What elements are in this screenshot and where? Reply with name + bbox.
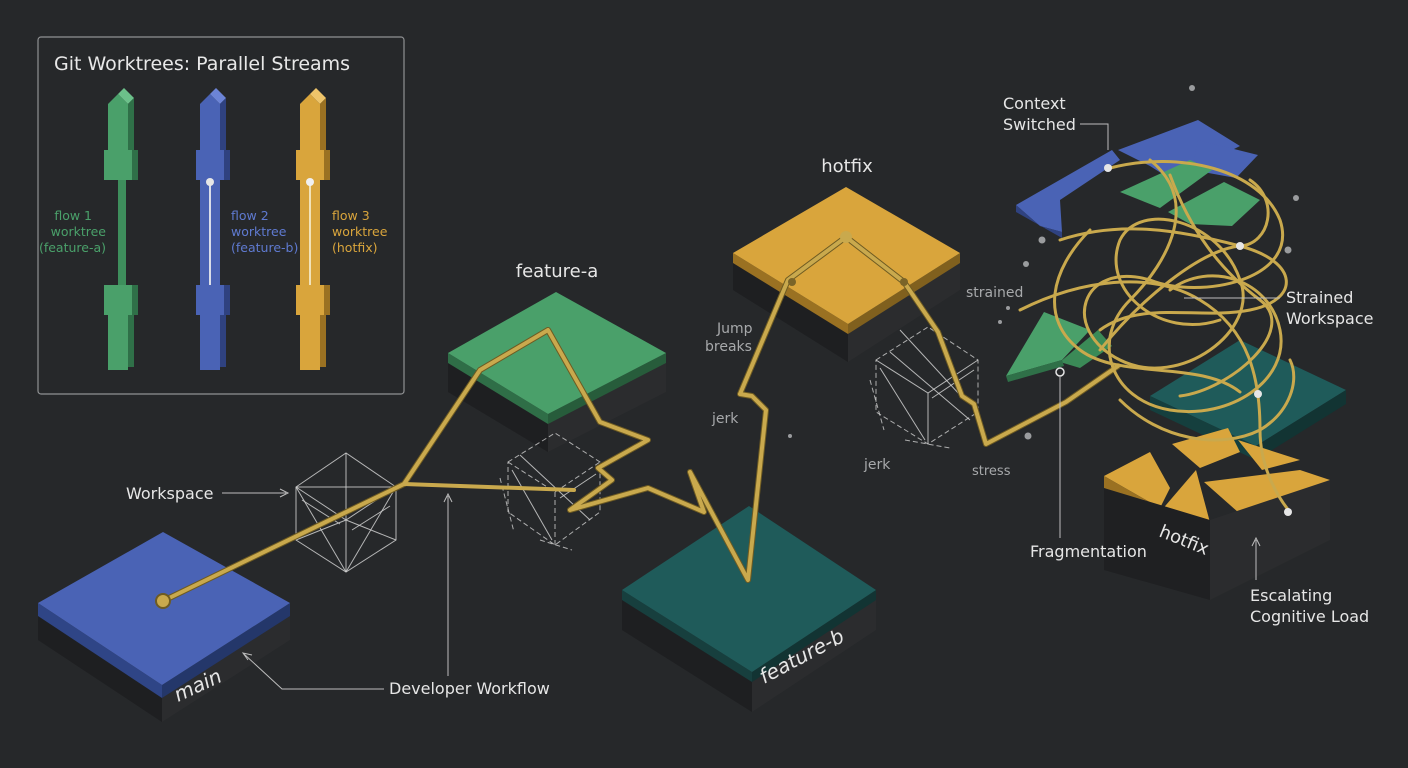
feature-a-label: feature-a [516,261,599,282]
jerk-label-2: jerk [863,457,891,473]
workflow-path [155,231,1121,609]
strained-small-label: strained [966,285,1023,301]
legend-panel: Git Worktrees: Parallel Streams flow 1 w… [37,36,405,395]
flow-3-line-1: flow 3 [332,208,370,223]
strained-workspace-line-1: Strained [1286,288,1353,307]
broken-cube-2 [869,326,979,449]
flow-2-line-3: (feature-b) [231,240,298,255]
escalating-load-line-2: Cognitive Load [1250,607,1369,626]
stress-label: stress [972,464,1011,479]
flow-3-bar [296,88,330,370]
flow-2-line-2: worktree [231,224,287,239]
feature-b-platform: feature-b [622,506,876,712]
fragment-cluster: hotfix [1006,120,1346,600]
annotations: Workspace Developer Workflow Jump breaks… [126,94,1373,698]
context-switched-line-2: Switched [1003,115,1076,134]
flow-3-line-2: worktree [332,224,388,239]
flow-3-line-3: (hotfix) [332,240,378,255]
hotfix-label: hotfix [821,156,873,177]
flow-1-line-3: (feature-a) [39,240,106,255]
flow-1-line-2: worktree [51,224,107,239]
feature-a-platform: feature-a [448,261,666,452]
jump-breaks-line-1: Jump [716,321,753,337]
strained-workspace-line-2: Workspace [1286,309,1373,328]
tangled-wires [1018,158,1296,516]
workspace-cube [295,452,397,573]
context-switched-line-1: Context [1003,94,1066,113]
escalating-load-line-1: Escalating [1250,586,1332,605]
flow-1-line-1: flow 1 [54,208,92,223]
fragmentation-annotation: Fragmentation [1030,542,1147,561]
jump-breaks-line-2: breaks [705,339,752,355]
scatter-dots [788,85,1299,440]
workspace-annotation: Workspace [126,484,213,503]
hotfix-platform: hotfix [733,156,960,362]
flow-1-bar [104,88,138,370]
developer-workflow-annotation: Developer Workflow [389,679,550,698]
flow-2-bar [196,88,230,370]
legend-title: Git Worktrees: Parallel Streams [54,53,350,75]
jerk-label-1: jerk [711,411,739,427]
flow-2-line-1: flow 2 [231,208,269,223]
